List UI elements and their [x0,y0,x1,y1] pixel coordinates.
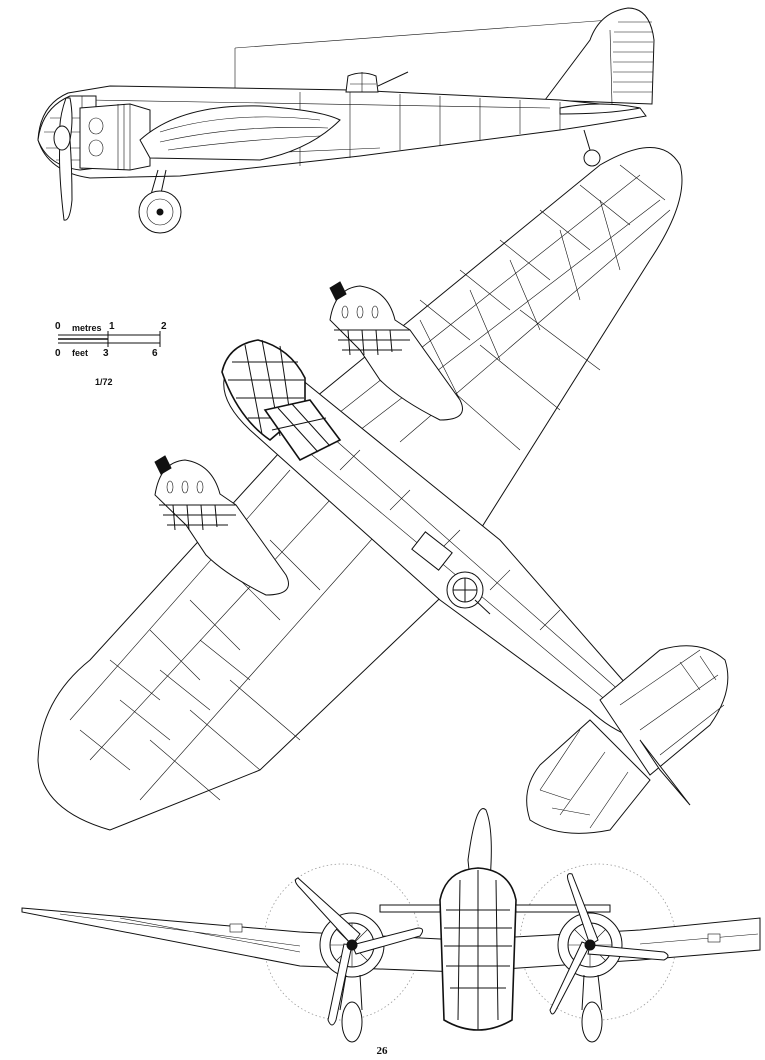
right-gear-leg [581,974,603,1011]
left-spinner [346,939,358,951]
right-prop-blade-up [567,873,599,946]
tailplane [559,103,641,115]
front-nose-frames [444,870,512,1030]
plan-view [37,147,729,834]
nacelle-vent [166,480,174,494]
left-gear-leg [339,974,363,1011]
scale-metres-label: metres [72,323,102,333]
fin-rudder [544,7,655,105]
tail-wheel [583,149,601,167]
cowl-vent [88,139,104,157]
aerial-wire [234,19,611,49]
scale-metres-tick-1: 1 [109,321,115,332]
upper-nacelle-cowl [334,329,410,356]
right-prop-blade-down [549,941,591,1015]
right-prop-blade-right [587,944,669,961]
main-wheel-axle [156,208,164,216]
wing-root-lines [159,116,329,151]
nacelle-vent [341,305,349,319]
lower-wing-panel-lines [69,469,381,801]
scale-metres-tick-2: 2 [161,321,167,332]
left-prop-blade-down [327,943,353,1026]
wing-feature [229,923,243,933]
front-tailplane-right [515,904,611,913]
turret-frames [350,72,376,92]
left-wheel [341,1001,363,1043]
rudder-hinge-line [609,29,613,105]
right-spinner [584,939,596,951]
hatch [411,531,453,571]
fin-plan [639,739,691,806]
scale-feet-tick-0: 0 [55,348,61,359]
spinner [53,125,71,151]
upper-nacelle [329,285,463,421]
wing-root-fairing [139,105,341,161]
nacelle-gun [329,281,347,301]
cowl-vent [88,117,104,135]
wing-feature [707,933,721,943]
tailplane-left [526,719,651,834]
scale-feet-label: feet [72,348,88,358]
turret-gun [377,71,409,87]
nacelle-vent [181,480,189,494]
scale-metres-tick-0: 0 [55,321,61,332]
front-view [21,808,761,1043]
front-fin [467,808,492,881]
nacelle-gun [154,455,172,475]
scale-feet-tick-3: 3 [103,348,109,359]
engine-nacelle [79,103,151,171]
turret-gun-plan [474,599,491,615]
cowling-lines [117,104,131,170]
main-wheel-hub-ring [146,198,174,226]
scale-bar: 0 metres 1 2 0 feet 3 6 1/72 [55,321,167,387]
left-prop-blade-right [351,927,424,955]
lower-nacelle [154,459,289,596]
propeller-blade [59,97,73,221]
nacelle-vent [356,305,364,319]
scale-ratio: 1/72 [95,377,113,387]
front-wing-lines [59,913,759,953]
scale-feet-tick-6: 6 [152,348,158,359]
fuselage-plan-lines [269,399,631,713]
right-wheel [581,1001,603,1043]
nacelle-vent [371,305,379,319]
nacelle-vent [196,480,204,494]
side-view [37,7,655,234]
fuselage-stringer [89,99,551,109]
rudder-ribs [613,21,653,93]
tailplane-left-lines [539,729,629,829]
front-tailplane-left [379,904,441,913]
tailplane-right [599,645,729,776]
tail-wheel-leg [583,129,591,151]
canopy-frames [271,403,331,453]
page-number: 26 [377,1045,389,1057]
tailplane-right-lines [619,649,725,756]
lower-nacelle-cowl [159,504,236,531]
left-prop-blade-up [294,877,361,946]
turret-cross [453,578,477,602]
